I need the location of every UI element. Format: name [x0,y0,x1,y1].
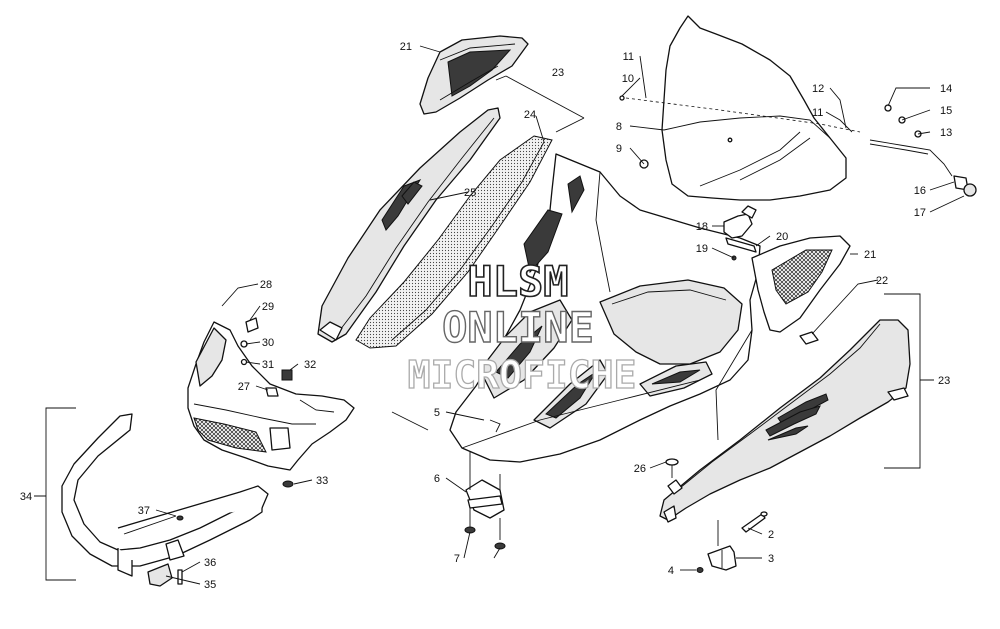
callout-24: 24 [524,109,536,121]
callout-30: 30 [262,337,274,349]
callout-4: 4 [668,565,674,577]
callout-37: 37 [138,505,150,517]
watermark-line3: MICROFICHE [408,353,637,397]
leader-lines [155,45,965,585]
callout-25: 25 [464,187,476,199]
part-23-bracket-left [391,75,585,431]
callout-23-right: 23 [938,375,950,387]
callout-2: 2 [768,529,774,541]
windshield-dash-line [625,97,861,133]
callout-28: 28 [260,279,272,291]
callout-3: 3 [768,553,774,565]
callout-29: 29 [262,301,274,313]
part-27-clip [265,387,279,397]
part-34-bumper [61,413,269,587]
part-23-right-panel [659,319,911,523]
callout-26: 26 [634,463,646,475]
callout-7: 7 [454,553,460,565]
watermark: HLSM ONLINE MICROFICHE [407,256,637,397]
callout-6: 6 [434,473,440,485]
callout-5: 5 [434,407,440,419]
hardware-left [240,317,294,488]
part-12-rod [869,139,953,177]
callout-12: 12 [812,83,824,95]
callout-27: 27 [238,381,250,393]
part-25-side-trim [317,107,501,343]
callout-32: 32 [304,359,316,371]
part-23-divider [555,153,753,441]
callout-11-right: 11 [812,107,823,119]
callout-35: 35 [204,579,216,591]
callout-16: 16 [914,185,926,197]
callout-33: 33 [316,475,328,487]
part-34-bracket [34,407,76,581]
callout-11-left: 11 [623,51,634,63]
callout-8: 8 [616,121,622,133]
callout-17: 17 [914,207,926,219]
callout-34: 34 [20,491,32,503]
callout-14: 14 [940,83,952,95]
callout-21-right: 21 [864,249,876,261]
callout-23-top: 23 [552,67,564,79]
part-23-right-bracket [884,293,934,469]
callout-15: 15 [940,105,952,117]
part-26-screw [665,458,679,478]
part-21-right-vent [751,235,851,333]
part-18-20-bracket [723,205,757,261]
part-2-3-4-hardware [696,511,768,573]
part-24-strip [355,135,553,349]
callout-19: 19 [696,243,708,255]
callout-31: 31 [262,359,274,371]
callout-36: 36 [204,557,216,569]
callout-20: 20 [776,231,788,243]
callout-21-top: 21 [400,41,412,53]
callout-labels: 21 23 24 25 11 10 8 9 12 11 14 15 13 16 … [20,41,952,591]
callout-10: 10 [622,73,634,85]
part-6-7-hinge [464,452,506,550]
part-21-upper-vent [419,35,529,115]
part-22-clip [799,331,819,345]
watermark-line1: HLSM [467,257,568,306]
watermark-line2: ONLINE [442,303,594,352]
callout-22: 22 [876,275,888,287]
hardware-right [619,95,977,197]
part-5-hood [449,153,761,463]
callout-18: 18 [696,221,708,233]
callout-9: 9 [616,143,622,155]
callout-13: 13 [940,127,952,139]
